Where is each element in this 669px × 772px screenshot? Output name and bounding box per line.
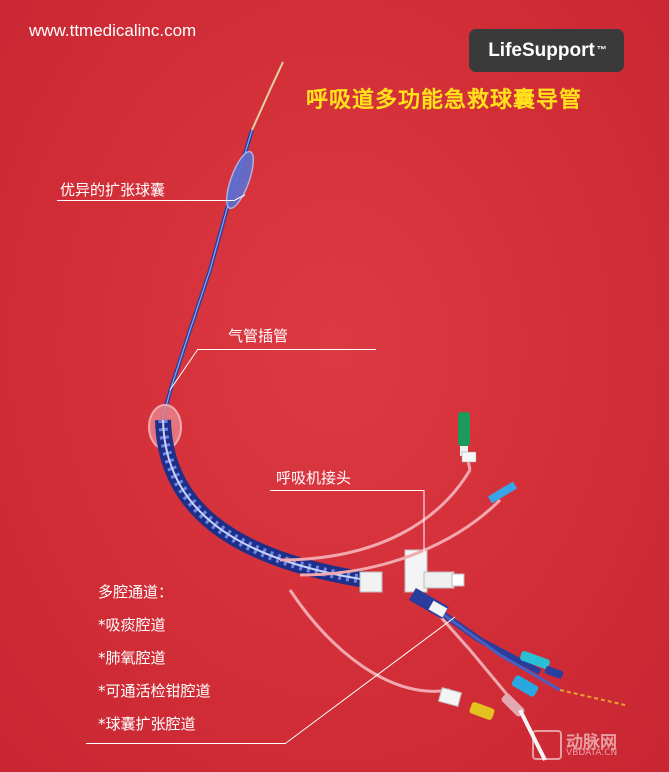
watermark-icon xyxy=(532,730,562,760)
channel-leader-line xyxy=(86,743,286,744)
watermark-main: 动脉网 xyxy=(566,733,617,753)
brand-name: LifeSupport xyxy=(488,39,595,61)
balloon-label: 优异的扩张球囊 xyxy=(60,181,166,199)
ventilator-leader-line xyxy=(270,490,424,491)
channel-heading: 多腔通道： xyxy=(98,583,174,601)
channel-item: *吸痰腔道 xyxy=(98,616,166,634)
trademark-symbol: ™ xyxy=(596,45,607,56)
product-title: 呼吸道多功能急救球囊导管 xyxy=(306,88,583,113)
channel-item: *可通活检钳腔道 xyxy=(98,682,211,700)
balloon-leader-line xyxy=(57,200,235,201)
tube-label: 气管插管 xyxy=(228,327,289,345)
tube-leader-line xyxy=(198,349,376,350)
watermark-sub: VBDATA.CN xyxy=(566,748,618,758)
website-url: www.ttmedicalinc.com xyxy=(29,21,197,40)
channel-item: *肺氧腔道 xyxy=(98,649,166,667)
channel-list: 多腔通道： *吸痰腔道 *肺氧腔道 *可通活检钳腔道 *球囊扩张腔道 xyxy=(98,576,211,741)
ventilator-label: 呼吸机接头 xyxy=(276,469,352,487)
channel-item: *球囊扩张腔道 xyxy=(98,715,196,733)
